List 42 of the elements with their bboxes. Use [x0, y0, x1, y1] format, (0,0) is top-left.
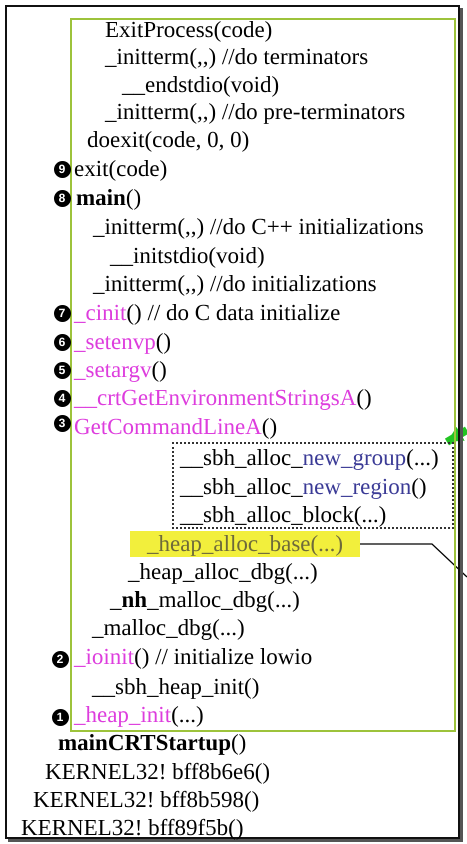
code-line: _malloc_dbg(...) — [92, 614, 245, 642]
callout-number: 1 — [52, 708, 68, 726]
code-line: _nh_malloc_dbg(...) — [110, 586, 300, 614]
callout-number: 6 — [54, 334, 70, 350]
code-line: __sbh_heap_init() — [92, 673, 260, 701]
frame-panel — [5, 5, 460, 839]
callout-number: 2 — [52, 650, 68, 668]
code-line: KERNEL32! bff8b598() — [33, 786, 260, 814]
code-line: __sbh_alloc_new_region() — [180, 473, 427, 501]
code-line: _setenvp() — [74, 328, 172, 356]
callout-number: 5 — [54, 362, 70, 378]
code-line: __sbh_alloc_block(...) — [180, 501, 386, 529]
code-line: _heap_alloc_dbg(...) — [128, 558, 318, 586]
code-line: exit(code) — [74, 155, 168, 183]
callout-number: 8 — [54, 190, 70, 206]
code-line: _heap_init(...) — [74, 701, 204, 729]
code-line: GetCommandLineA() — [74, 413, 278, 441]
callout-number: 9 — [54, 160, 70, 178]
code-line: __initstdio(void) — [110, 242, 265, 270]
code-line: _initterm(,,) //do C++ initializations — [93, 213, 424, 241]
code-line: mainCRTStartup() — [58, 729, 246, 757]
code-line: KERNEL32! bff8b6e6() — [45, 758, 270, 786]
code-line: _initterm(,,) //do pre-terminators — [105, 98, 406, 126]
code-line: _initterm(,,) //do initializations — [93, 270, 377, 298]
code-line: _cinit() // do C data initialize — [74, 299, 340, 327]
code-line: ExitProcess(code) — [105, 16, 272, 44]
leader-line — [360, 543, 467, 578]
code-line: _initterm(,,) //do terminators — [105, 43, 368, 71]
code-line: __sbh_alloc_new_group(...) — [180, 444, 439, 472]
arrow — [444, 426, 467, 446]
callout-number: 3 — [54, 414, 70, 432]
outline-box — [70, 18, 456, 732]
callout-number: 7 — [54, 304, 70, 322]
dotted-box — [172, 442, 454, 529]
callout-number: 4 — [54, 390, 70, 406]
code-line: __endstdio(void) — [122, 71, 280, 99]
code-line: _ioinit() // initialize lowio — [74, 643, 312, 671]
code-line: __crtGetEnvironmentStringsA() — [74, 384, 372, 412]
code-line: _setargv() — [74, 356, 167, 384]
code-line: doexit(code, 0, 0) — [87, 126, 250, 154]
code-line: KERNEL32! bff89f5b() — [21, 814, 244, 842]
code-line: main() — [76, 184, 142, 212]
